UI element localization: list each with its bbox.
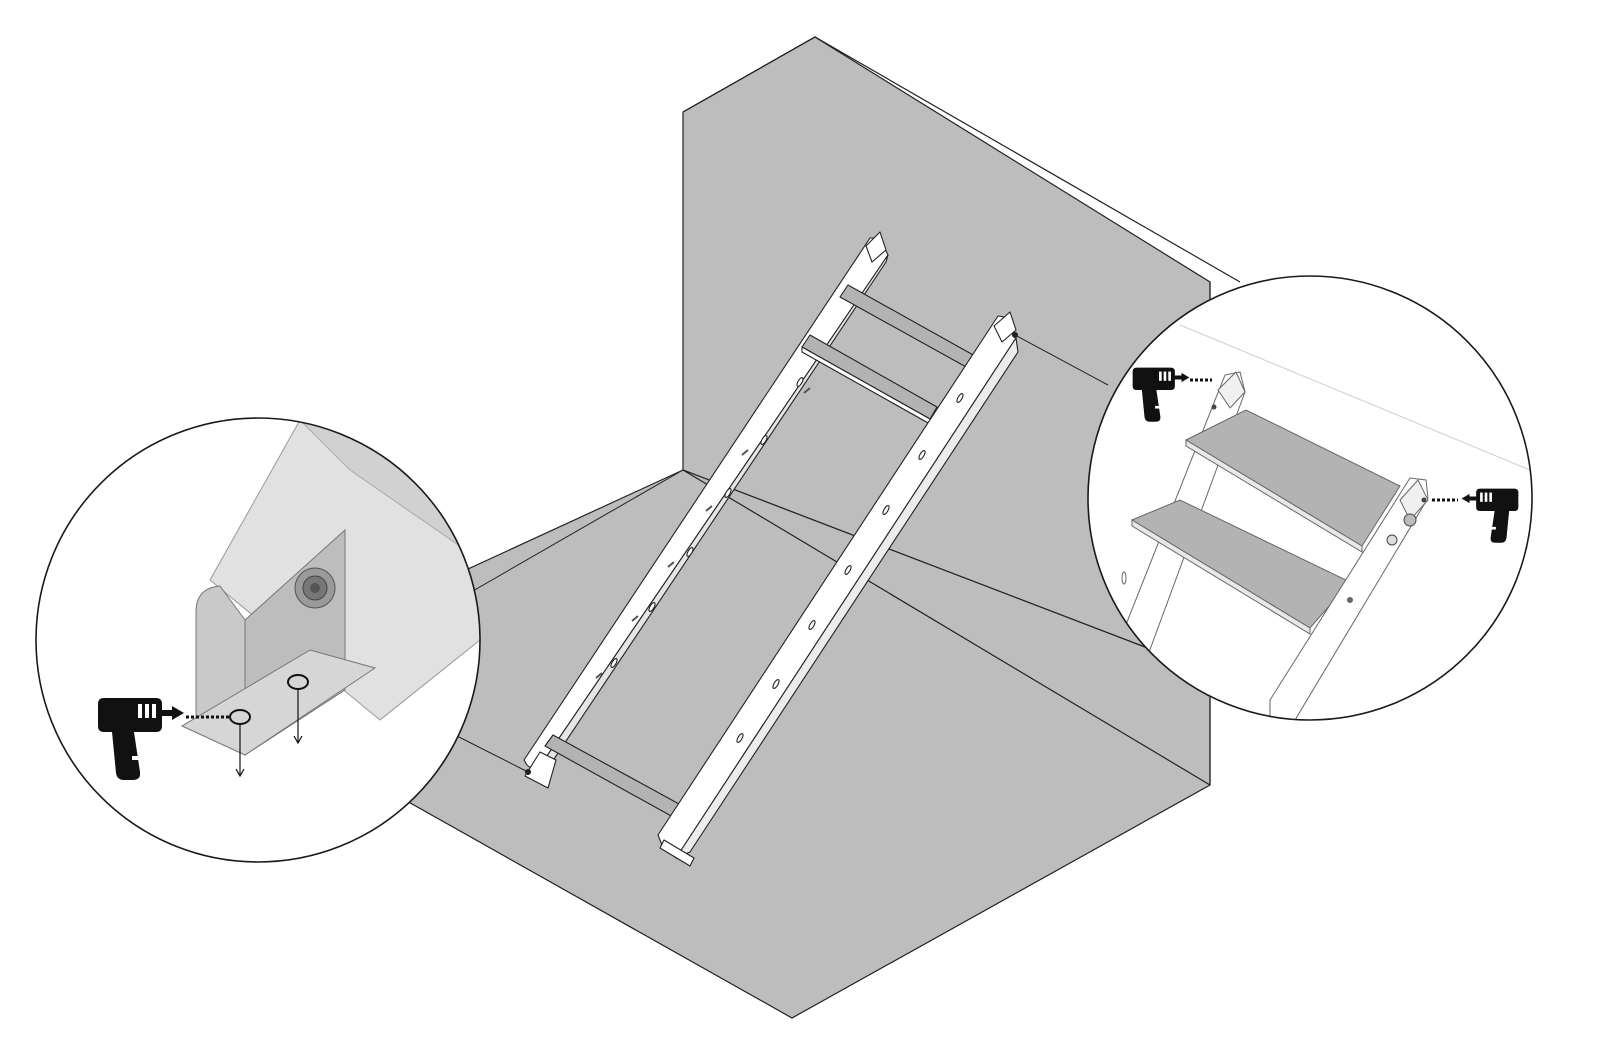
bracket-bolt xyxy=(294,567,336,609)
stringer-slots-front xyxy=(736,393,964,743)
base-plate-back xyxy=(524,751,557,789)
detail-bracket-back xyxy=(1217,371,1246,409)
leader-line-right xyxy=(1014,334,1109,386)
detail-tread-1-edge xyxy=(1185,439,1363,553)
wall-floor-seam xyxy=(682,469,1211,786)
stringer-slots-back xyxy=(610,377,804,668)
wall-edge-faint xyxy=(1179,324,1531,471)
wall-top-edge xyxy=(682,36,1241,283)
callout-right-detail xyxy=(1087,275,1533,721)
translucent-stringer-top xyxy=(299,418,480,561)
top-bracket-front xyxy=(993,311,1017,343)
anchor-point-bottom xyxy=(524,768,532,776)
bracket-base-plate xyxy=(180,649,377,756)
base-plate-front xyxy=(659,839,695,867)
callout-left-detail xyxy=(35,417,481,863)
detail-bolt xyxy=(1211,404,1427,603)
anchor-point-top xyxy=(1011,331,1019,339)
hole-arrows xyxy=(235,689,303,778)
stair-assembly xyxy=(523,231,1019,867)
scene xyxy=(404,36,1241,1019)
detail-tread-2-edge xyxy=(1131,519,1311,635)
leader-line-left xyxy=(454,734,529,773)
detail-bracket-front xyxy=(1399,479,1429,521)
detail-slot xyxy=(1121,571,1127,585)
stringer-dashes xyxy=(595,387,811,679)
top-bracket-back xyxy=(865,231,887,263)
